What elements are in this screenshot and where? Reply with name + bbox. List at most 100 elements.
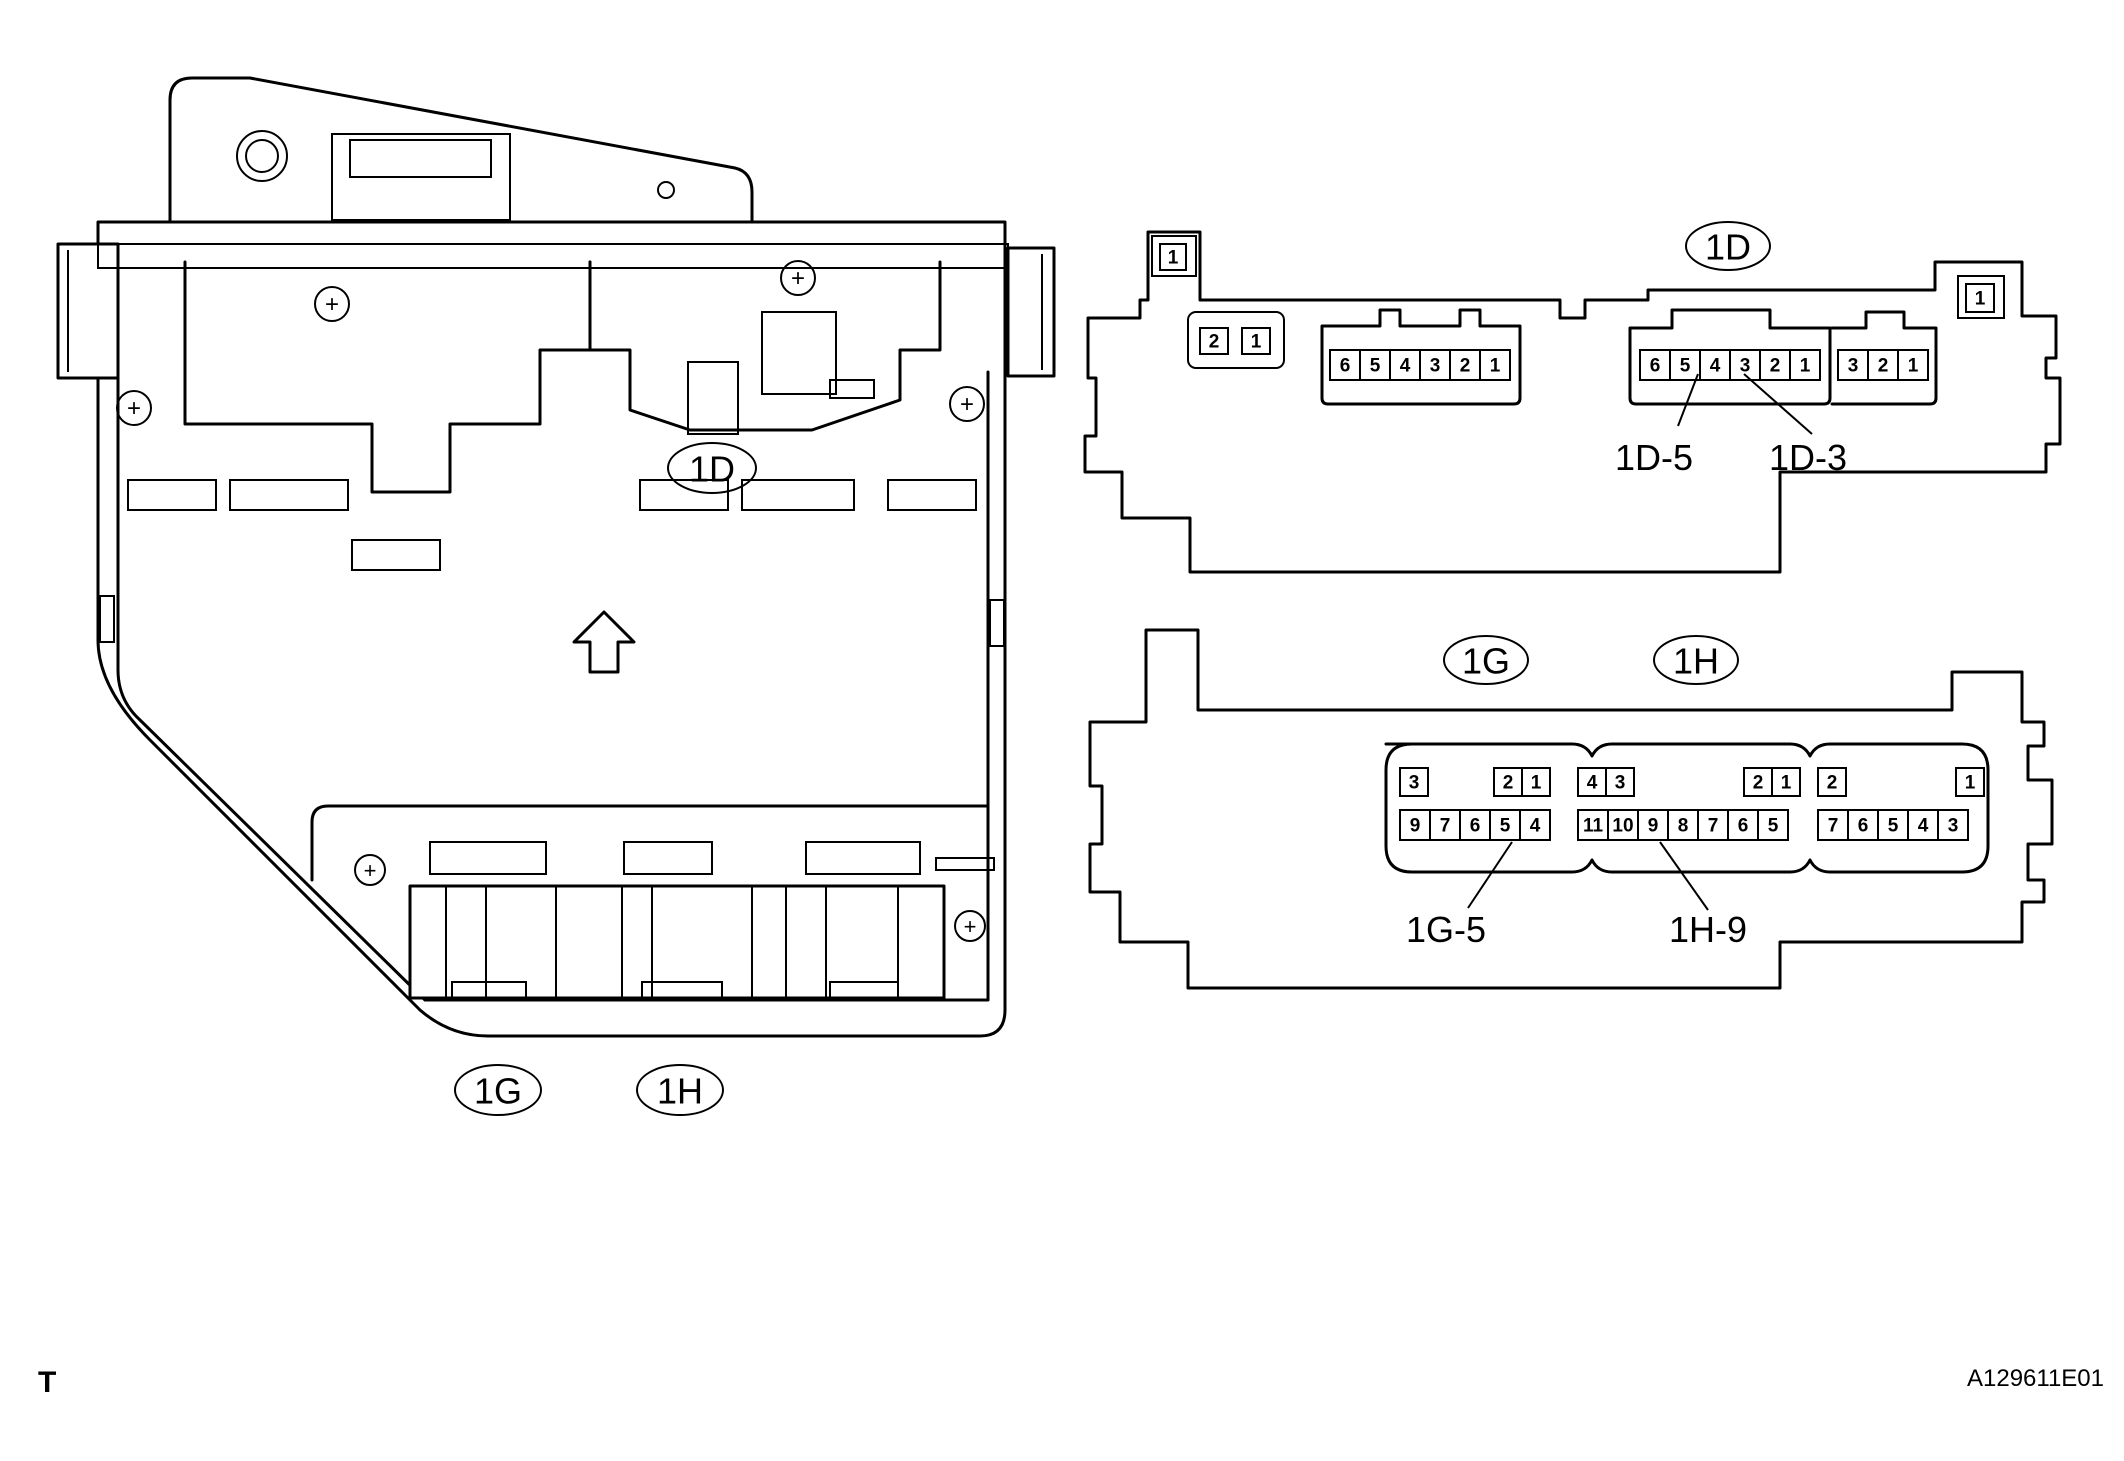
pin-label-g-top-2: 1 [1531, 773, 1542, 794]
label-1h-top-text: 1H [1673, 641, 1719, 682]
pin-single-left-0 [1159, 243, 1187, 271]
pin-label-x-bottom-0: 7 [1828, 816, 1839, 837]
pin-label-h-bottom-4: 7 [1708, 816, 1719, 837]
side-clip-left [99, 595, 115, 643]
pin-x-top-1 [1955, 767, 1985, 797]
lower-slot-4 [935, 857, 995, 871]
pin-six-b-0 [1639, 349, 1671, 381]
screw-lower-left [354, 854, 386, 886]
top-strip [97, 243, 1009, 269]
corner-label-left: T [38, 1366, 56, 1399]
lower-slot-3 [805, 841, 921, 875]
callout-1d-5: 1D-5 [1615, 437, 1693, 478]
pin-label-h-bottom-6: 5 [1768, 816, 1779, 837]
label-1d-center: 1D [667, 442, 757, 494]
pin-h-bottom-6 [1757, 809, 1789, 841]
pin-label-g-top-1: 2 [1503, 773, 1514, 794]
pin-label-x-bottom-1: 6 [1858, 816, 1869, 837]
pin-x-bottom-3 [1907, 809, 1939, 841]
lower-panel [310, 804, 990, 882]
pin-label-three-pin-0: 3 [1848, 356, 1859, 377]
pin-label-h-top-2: 2 [1753, 773, 1764, 794]
pin-label-x-bottom-4: 3 [1948, 816, 1959, 837]
pin-g-bottom-1 [1429, 809, 1461, 841]
pin-label-h-bottom-3: 8 [1678, 816, 1689, 837]
pin-label-g-bottom-4: 4 [1530, 816, 1541, 837]
slot-small [829, 379, 875, 399]
pin-label-x-bottom-2: 5 [1888, 816, 1899, 837]
right-rail [1006, 246, 1056, 378]
pin-label-single-left-0: 1 [1168, 248, 1179, 269]
pin-x-bottom-4 [1937, 809, 1969, 841]
pin-g-bottom-3 [1489, 809, 1521, 841]
slot-right [761, 311, 837, 395]
cavity-tab-1 [451, 981, 527, 999]
pin-label-six-b-3: 3 [1740, 356, 1751, 377]
label-1d-center-text: 1D [689, 449, 735, 490]
pin-h-top-0 [1577, 767, 1607, 797]
pin-label-g-bottom-3: 5 [1500, 816, 1511, 837]
upper-right-housing [588, 260, 942, 432]
pin-label-three-pin-1: 2 [1878, 356, 1889, 377]
label-slot [349, 139, 492, 178]
up-arrow-icon [572, 610, 636, 674]
pin-label-h-bottom-1: 10 [1612, 816, 1633, 837]
screw-right [949, 386, 985, 422]
connector-1g-1h-housing [1384, 742, 1990, 874]
pin-g-bottom-4 [1519, 809, 1551, 841]
pin-label-x-top-1: 1 [1965, 773, 1976, 794]
pin-label-six-b-4: 2 [1770, 356, 1781, 377]
pin-h-top-1 [1605, 767, 1635, 797]
screw-top-right-mark: + [791, 265, 805, 292]
label-frame [331, 133, 511, 221]
pin-six-a-4 [1449, 349, 1481, 381]
cavity-tab-3 [829, 981, 899, 999]
mount-hole-outer [236, 130, 288, 182]
pin-label-six-a-2: 4 [1400, 356, 1411, 377]
pin-h-bottom-4 [1697, 809, 1729, 841]
screw-top-right [780, 260, 816, 296]
junction-block: + + + + + + [56, 76, 1056, 1038]
screw-left [116, 390, 152, 426]
pin-label-two-pin-1: 1 [1251, 332, 1262, 353]
small-hole [657, 181, 675, 199]
label-1h-top: 1H [1653, 635, 1739, 685]
pin-label-h-bottom-0: 11 [1583, 816, 1604, 837]
pin-six-a-5 [1479, 349, 1511, 381]
leader-1d-3 [1743, 373, 1813, 435]
pin-label-six-a-5: 1 [1490, 356, 1501, 377]
fuse-slot-4 [639, 479, 729, 511]
pin-g-top-0 [1399, 767, 1429, 797]
pin-label-g-top-0: 3 [1409, 773, 1420, 794]
screw-left-mark: + [127, 395, 141, 422]
pin-g-top-1 [1493, 767, 1523, 797]
pin-h-bottom-2 [1637, 809, 1669, 841]
pin-two-pin-1 [1241, 327, 1271, 355]
body-inner-outline [116, 368, 990, 1002]
screw-right-mark: + [960, 391, 974, 418]
pin-label-six-b-0: 6 [1650, 356, 1661, 377]
pin-label-six-a-0: 6 [1340, 356, 1351, 377]
pin-g-bottom-2 [1459, 809, 1491, 841]
pin-label-h-bottom-5: 6 [1738, 816, 1749, 837]
label-1g-top-text: 1G [1462, 641, 1510, 682]
connector-1d-six-a-housing [1320, 308, 1522, 406]
label-1g-bottom-text: 1G [474, 1071, 522, 1112]
connector-1d-six-b-housing [1628, 308, 1832, 406]
pin-three-pin-2 [1897, 349, 1929, 381]
pin-label-six-b-2: 4 [1710, 356, 1721, 377]
pin-g-top-2 [1521, 767, 1551, 797]
label-1g-top: 1G [1443, 635, 1529, 685]
callout-1g-5: 1G-5 [1406, 909, 1486, 950]
label-1d-top: 1D [1685, 221, 1771, 271]
connector-1d-outline [1083, 230, 2062, 574]
upper-housing [183, 260, 592, 494]
pin-label-h-top-1: 3 [1615, 773, 1626, 794]
fuse-slot-1 [127, 479, 217, 511]
label-1h-bottom: 1H [636, 1064, 724, 1116]
fuse-slot-2 [229, 479, 349, 511]
pin-label-six-b-1: 5 [1680, 356, 1691, 377]
